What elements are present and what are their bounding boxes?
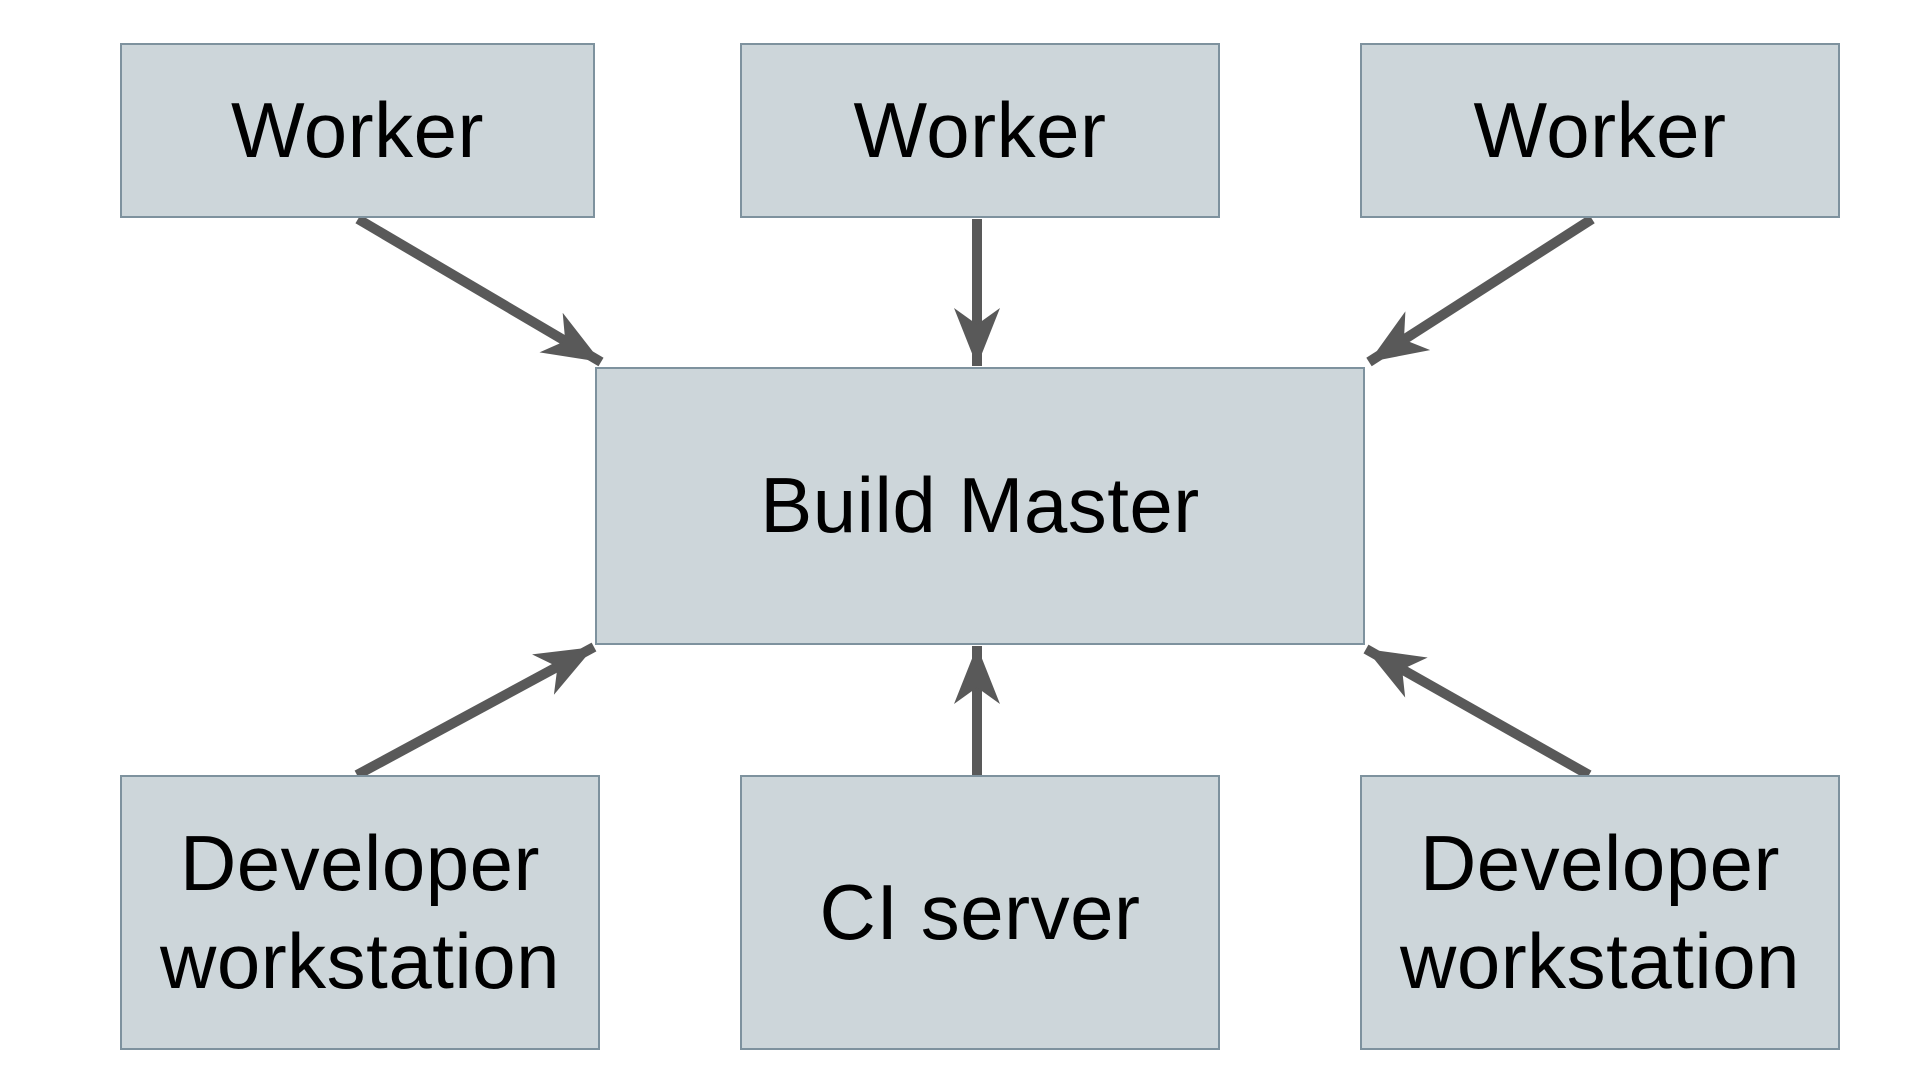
node-label: Developer workstation xyxy=(160,819,560,1005)
node-developer-workstation-right: Developer workstation xyxy=(1360,775,1840,1050)
node-label: Build Master xyxy=(760,461,1200,550)
arrow-worker-left-to-build-master xyxy=(355,214,604,367)
node-label: Worker xyxy=(1473,85,1727,174)
node-worker-top-center: Worker xyxy=(740,43,1220,218)
node-ci-server: CI server xyxy=(740,775,1220,1050)
node-label: Worker xyxy=(231,85,484,174)
node-worker-top-right: Worker xyxy=(1360,43,1840,218)
node-label: CI server xyxy=(819,867,1141,956)
node-label: Worker xyxy=(853,85,1107,174)
arrow-dev-right-to-build-master xyxy=(1363,644,1592,780)
node-label: Developer workstation xyxy=(1400,819,1800,1005)
arrow-dev-left-to-build-master xyxy=(354,642,597,780)
arrow-worker-right-to-build-master xyxy=(1366,214,1595,367)
node-worker-top-left: Worker xyxy=(120,43,595,218)
node-build-master: Build Master xyxy=(595,367,1365,645)
node-developer-workstation-left: Developer workstation xyxy=(120,775,600,1050)
